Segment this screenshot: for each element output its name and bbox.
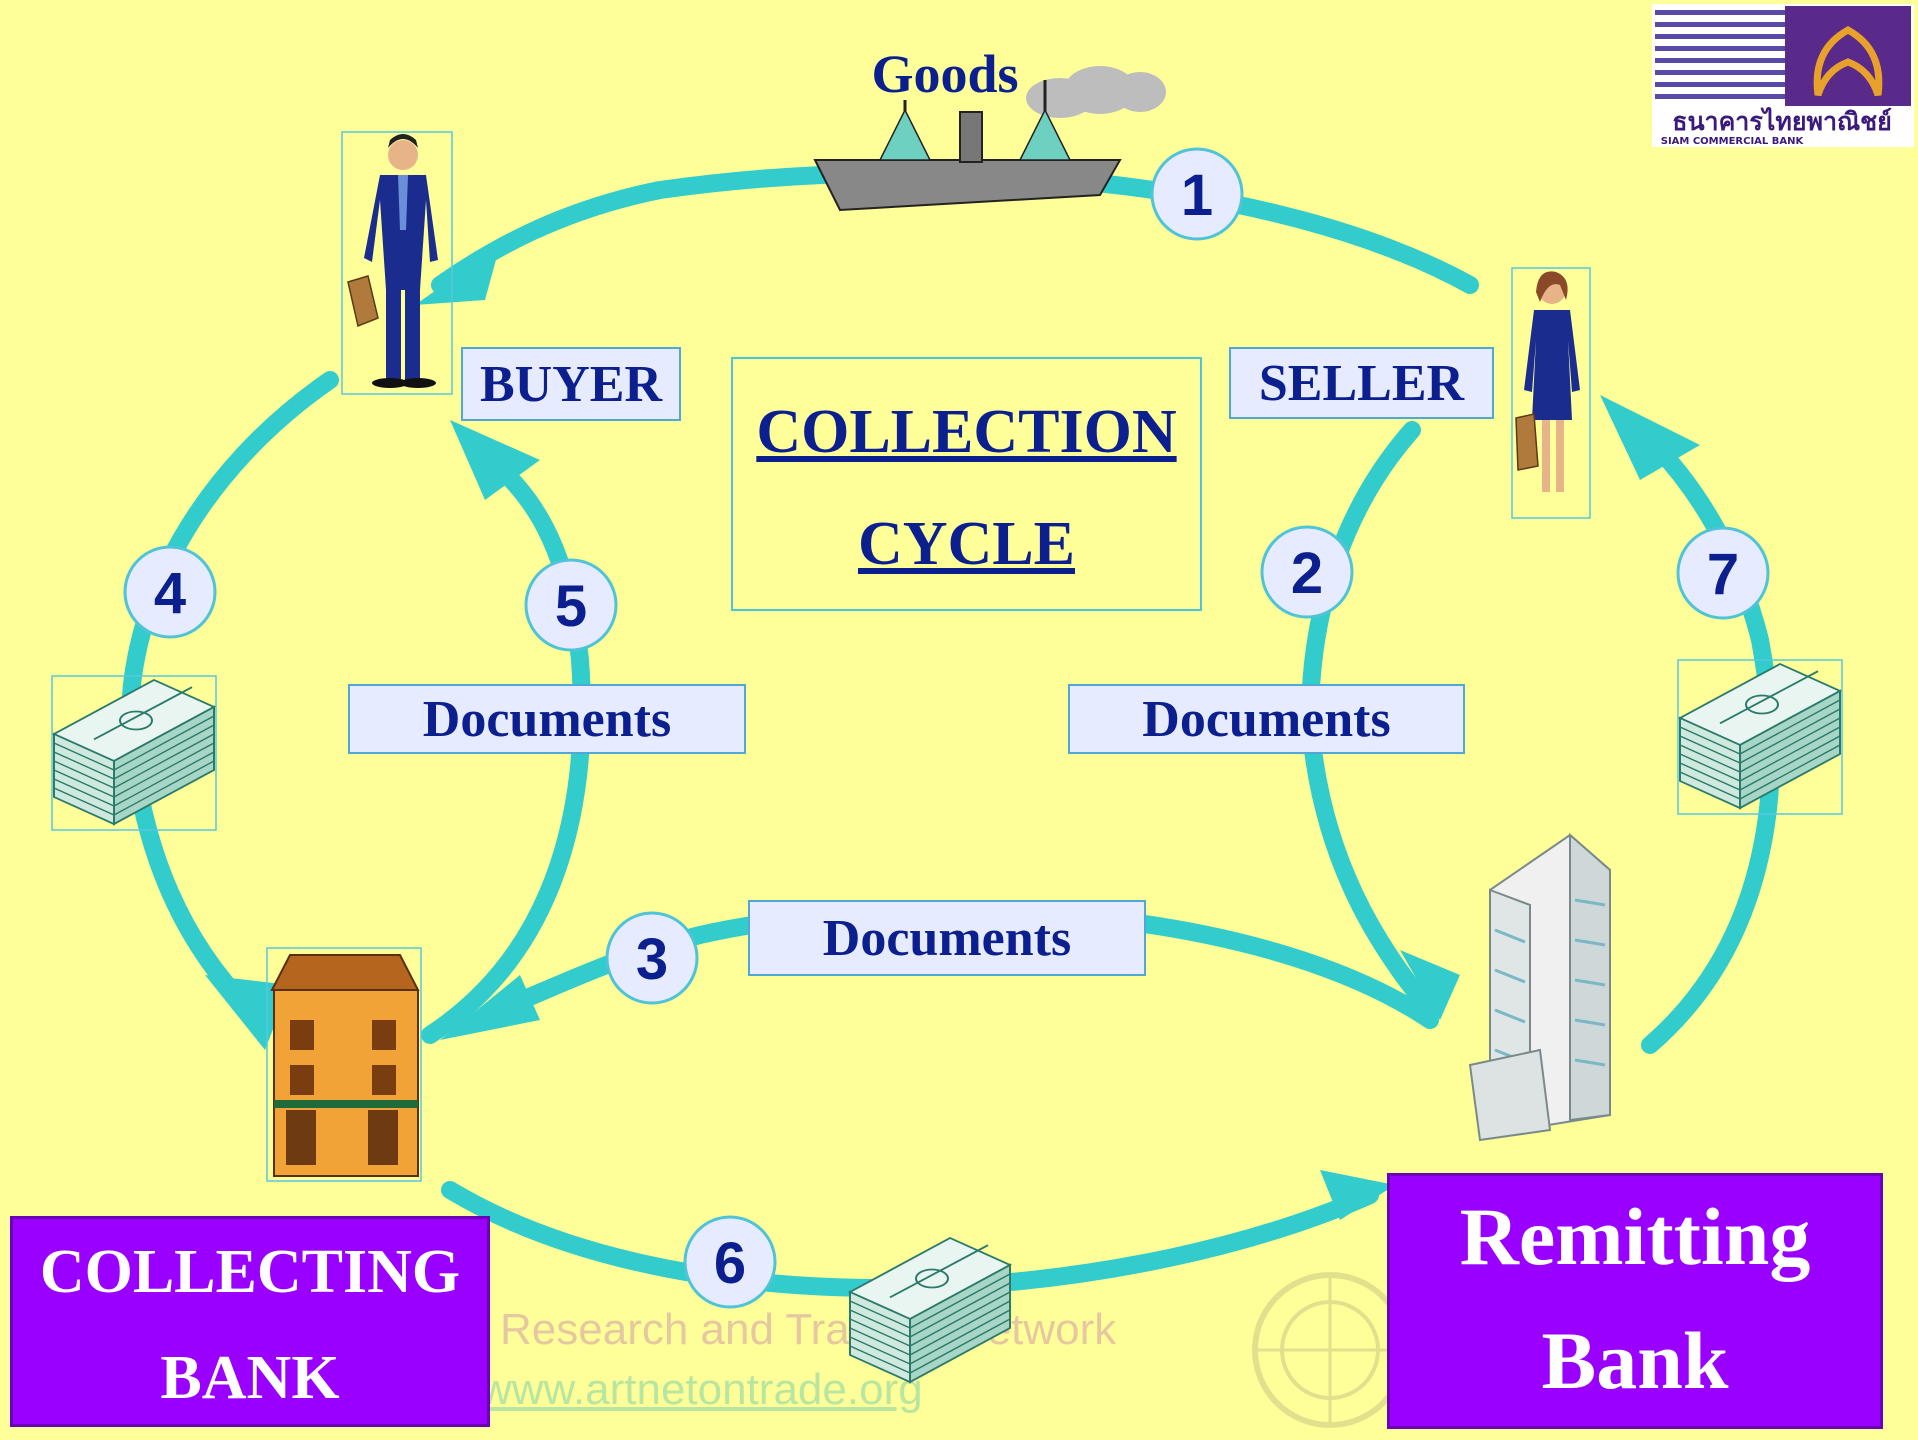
step-number-2: 2	[1291, 541, 1323, 606]
arrowhead-to-buyer	[415, 245, 500, 305]
footer-network-text: Research and Training Network	[500, 1305, 1117, 1354]
arrowhead-to-remitting-from-collecting	[1320, 1170, 1395, 1220]
money-stack-icon-right	[1677, 659, 1843, 815]
remitting-bank-line1: Remitting	[1459, 1191, 1811, 1282]
title-line-1: COLLECTION	[756, 398, 1177, 466]
arrowhead-to-collecting-bank	[205, 975, 290, 1050]
arrowhead-to-seller	[1600, 395, 1700, 480]
step-circle-6: 6	[683, 1215, 777, 1309]
step-number-5: 5	[555, 574, 587, 639]
documents-label-left: Documents	[348, 684, 746, 754]
documents-label-bottom: Documents	[748, 900, 1146, 976]
step-number-7: 7	[1707, 542, 1739, 607]
step-circle-2: 2	[1260, 525, 1354, 619]
seller-person-icon	[1511, 267, 1591, 519]
step-circle-3: 3	[605, 911, 699, 1005]
logo-english-text: SIAM COMMERCIAL BANK	[1661, 136, 1805, 147]
collecting-bank-building-icon	[266, 947, 422, 1182]
collecting-bank-line1: COLLECTING	[39, 1238, 461, 1306]
step-number-1: 1	[1181, 163, 1213, 228]
collecting-bank-box: COLLECTING BANK	[10, 1216, 490, 1427]
step-number-6: 6	[714, 1231, 746, 1296]
buyer-label: BUYER	[461, 347, 681, 421]
ship-icon	[813, 66, 1166, 212]
step-circle-4: 4	[123, 545, 217, 639]
buyer-person-icon	[341, 131, 453, 395]
arrowhead-to-buyer-from-bank	[450, 420, 540, 500]
logo-thai-text: ธนาคารไทยพาณิชย์	[1672, 106, 1892, 136]
step-number-3: 3	[636, 927, 668, 992]
title-line-2: CYCLE	[857, 510, 1076, 578]
remitting-bank-building-icon	[1468, 832, 1611, 1142]
money-stack-icon-left	[51, 675, 217, 831]
un-emblem-icon	[1252, 1272, 1408, 1428]
money-stack-icon-bottom	[849, 1237, 1011, 1383]
arrowhead-to-remitting-bank	[1400, 950, 1460, 1020]
goods-label: Goods	[871, 44, 1019, 104]
step-number-4: 4	[154, 561, 186, 626]
remitting-bank-box: Remitting Bank	[1387, 1173, 1883, 1429]
step-circle-5: 5	[524, 558, 618, 652]
collecting-bank-line2: BANK	[160, 1344, 340, 1412]
seller-label: SELLER	[1229, 347, 1494, 419]
siam-commercial-bank-logo: ธนาคารไทยพาณิชย์ SIAM COMMERCIAL BANK	[1652, 4, 1914, 147]
footer-url-link[interactable]: www.artnetontrade.org	[480, 1365, 923, 1414]
collection-cycle-title-box: COLLECTION CYCLE	[731, 357, 1202, 611]
remitting-bank-line2: Bank	[1541, 1315, 1729, 1406]
documents-label-right: Documents	[1068, 684, 1465, 754]
step-circle-1: 1	[1150, 147, 1244, 241]
arrowhead-to-collecting-from-remitting	[440, 975, 540, 1040]
step-circle-7: 7	[1676, 526, 1770, 620]
